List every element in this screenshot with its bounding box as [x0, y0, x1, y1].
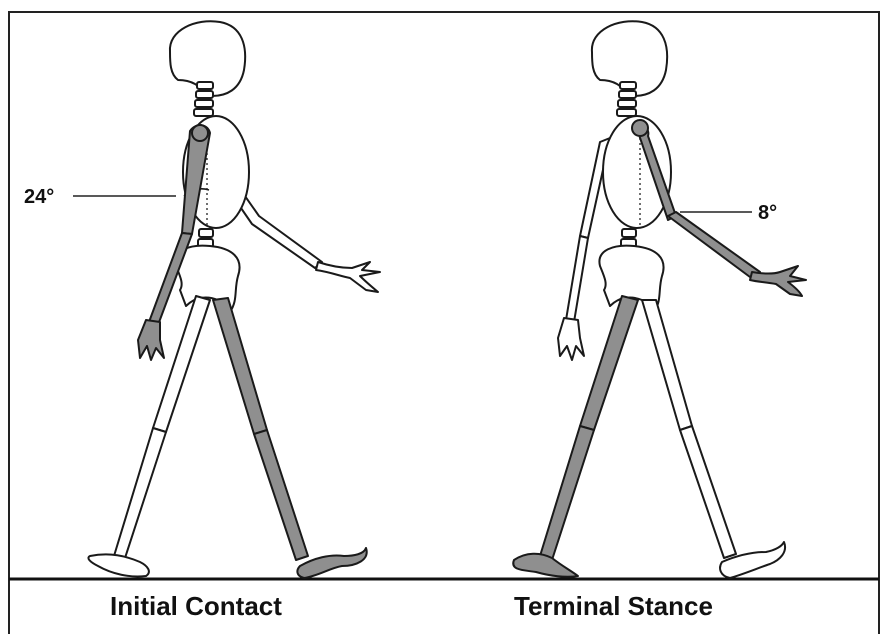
- skeleton-initial-contact: 24°: [24, 21, 380, 578]
- back-arm: [232, 189, 380, 292]
- leading-leg: [213, 298, 367, 578]
- trailing-foot: [88, 554, 148, 576]
- skeleton-terminal-stance: 8°: [513, 21, 806, 578]
- trailing-foot: [513, 554, 578, 577]
- arm-angle-label-initial-contact: 24°: [24, 186, 54, 208]
- phase-label-terminal-stance: Terminal Stance: [514, 591, 713, 621]
- leading-leg: [642, 300, 785, 578]
- neck-vertebrae: [194, 82, 213, 116]
- phase-label-initial-contact: Initial Contact: [110, 591, 282, 621]
- neck-vertebrae: [617, 82, 636, 116]
- arm-angle-label-terminal-stance: 8°: [758, 202, 777, 224]
